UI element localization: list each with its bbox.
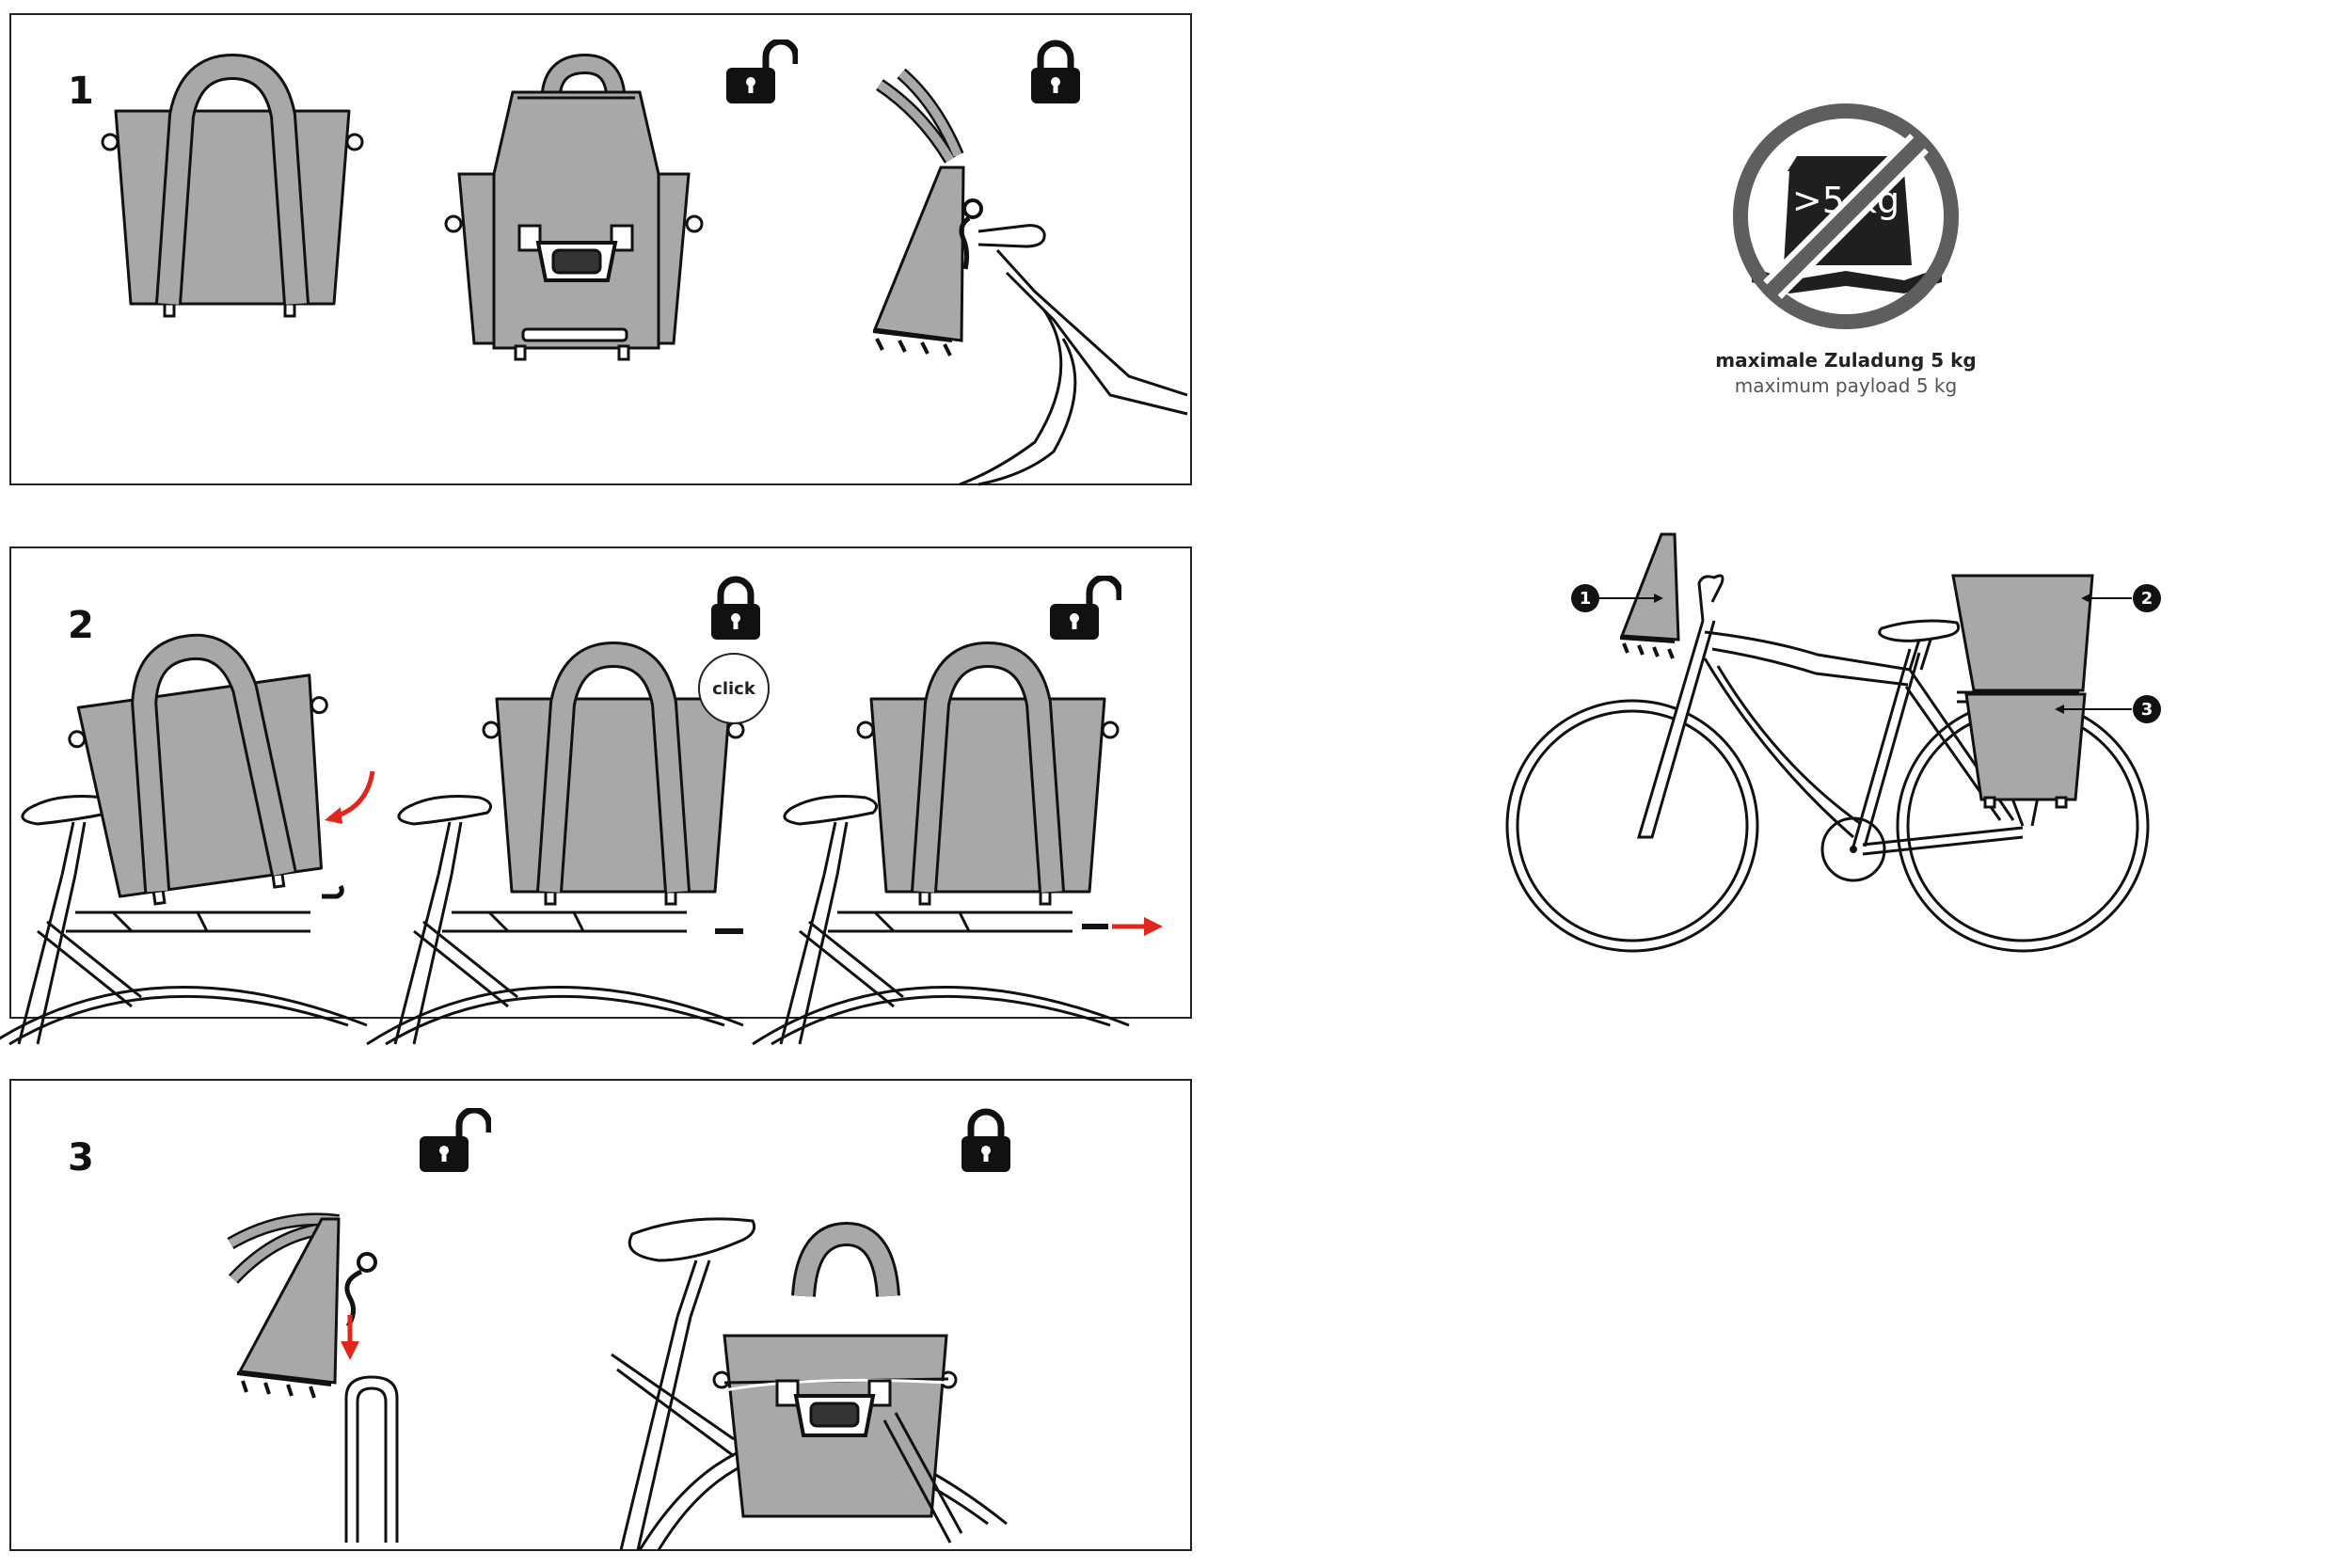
callout-3: 3 bbox=[2055, 695, 2161, 723]
callout-2: 2 bbox=[2081, 584, 2161, 612]
svg-text:click: click bbox=[712, 679, 756, 699]
svg-text:1: 1 bbox=[1580, 589, 1592, 609]
payload-caption-de: maximale Zuladung 5 kg bbox=[1715, 349, 1976, 372]
weight-prohibited-icon: >5 kg bbox=[1733, 103, 1959, 329]
max-payload-badge: >5 kg maximale Zuladung 5 kg maximum pay… bbox=[1715, 103, 1977, 397]
svg-text:2: 2 bbox=[2141, 589, 2153, 609]
tote-bag-back-mount bbox=[444, 53, 704, 361]
step-2-panel: 2 click bbox=[0, 546, 1192, 1046]
click-indicator: click bbox=[698, 653, 770, 724]
bag-side-detaching bbox=[227, 1212, 399, 1543]
step-number: 3 bbox=[68, 1136, 94, 1180]
step-1-panel: 1 bbox=[9, 13, 1192, 486]
bike-overview: 1 2 3 bbox=[1505, 532, 2161, 953]
bike-rear-with-bag bbox=[611, 1217, 1008, 1551]
step-number: 1 bbox=[68, 70, 94, 113]
svg-text:3: 3 bbox=[2141, 700, 2153, 720]
bag-side-on-handlebar bbox=[872, 68, 1188, 486]
step-3-panel: 3 bbox=[9, 1079, 1192, 1551]
step-number: 2 bbox=[68, 604, 94, 647]
payload-caption-en: maximum payload 5 kg bbox=[1735, 374, 1957, 397]
callout-1: 1 bbox=[1571, 584, 1663, 612]
